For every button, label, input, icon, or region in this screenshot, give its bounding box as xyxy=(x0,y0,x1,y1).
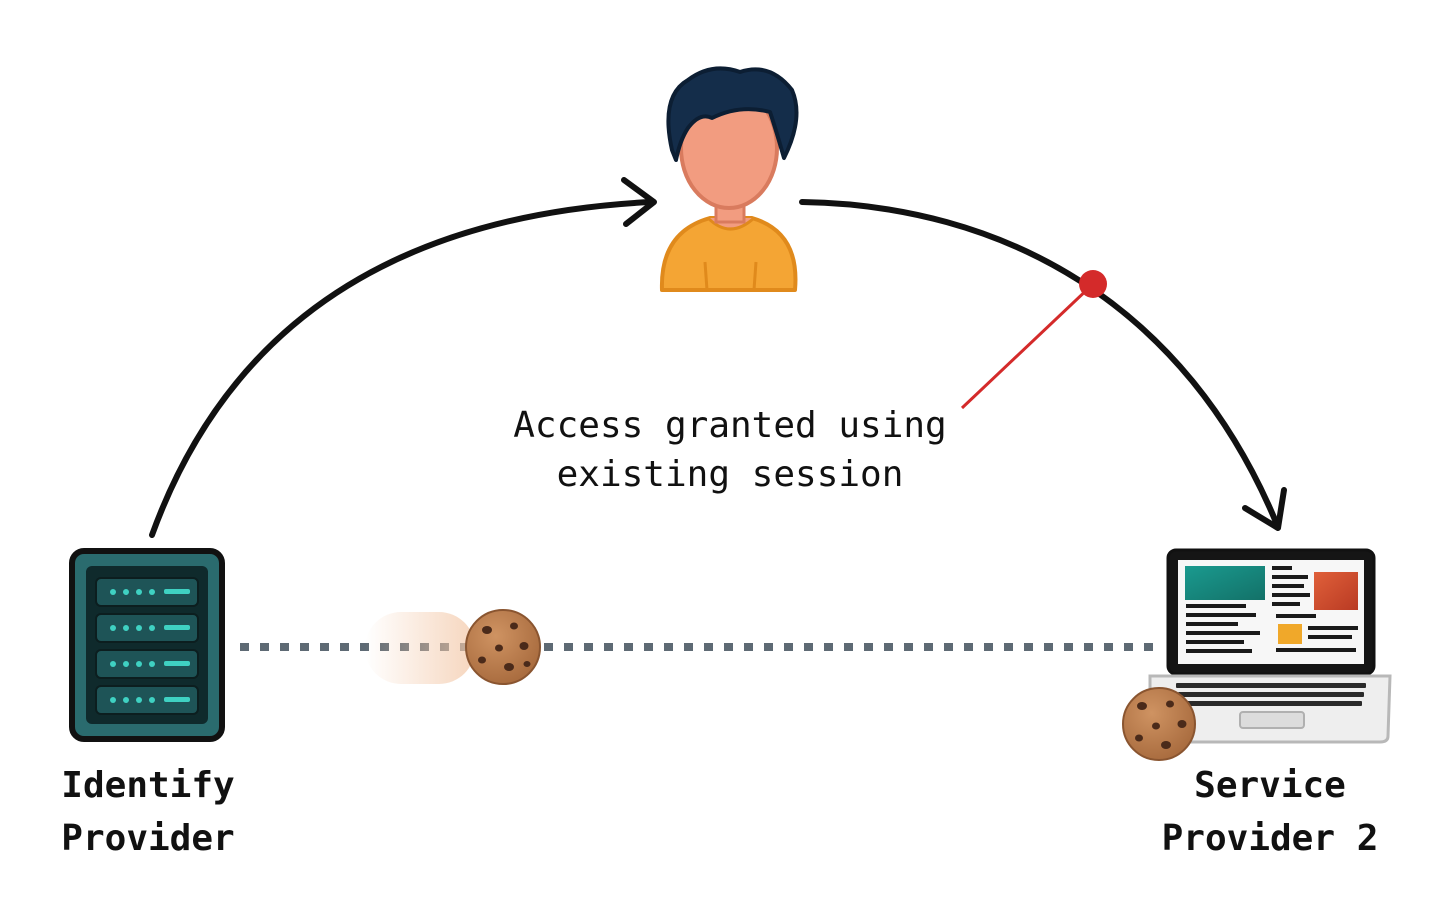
user-icon xyxy=(659,66,799,292)
annotation-line-1: Access granted using xyxy=(513,405,946,446)
server-icon xyxy=(69,548,225,742)
session-cookie-icon xyxy=(1122,687,1196,761)
laptop-icon xyxy=(1148,548,1392,744)
cookie-motion-trail xyxy=(365,612,475,684)
annotation-pointer-dot xyxy=(1079,270,1107,298)
arrowhead-user xyxy=(621,177,657,227)
service-label-line-2: Provider 2 xyxy=(1162,818,1379,859)
arrow-user-to-service xyxy=(799,199,1281,530)
idp-label-line-2: Provider xyxy=(61,818,234,859)
cookie-icon xyxy=(465,609,541,685)
arrow-idp-to-user xyxy=(149,199,653,538)
arrowhead-service xyxy=(1242,487,1287,531)
annotation-pointer-line xyxy=(960,283,1094,410)
annotation-line-2: existing session xyxy=(557,454,904,495)
service-label-line-1: Service xyxy=(1194,765,1346,806)
idp-label-line-1: Identify xyxy=(61,765,234,806)
